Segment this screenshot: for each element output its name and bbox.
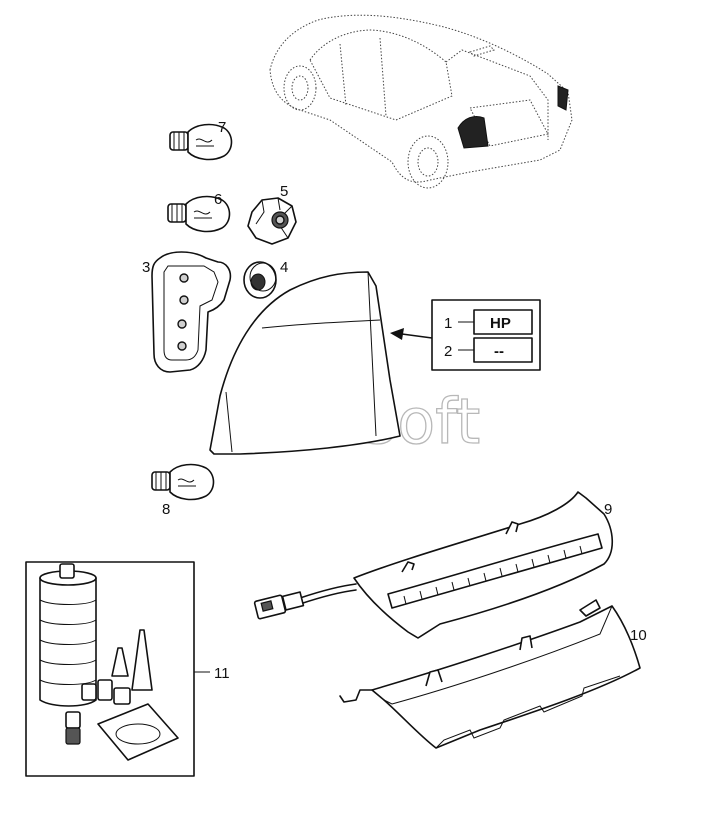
callout-8: 8 <box>162 501 170 518</box>
callout-6: 6 <box>214 191 222 208</box>
callout-11: 11 <box>214 665 230 682</box>
part-3-gasket <box>151 251 232 373</box>
part-8-bulb <box>151 463 215 501</box>
variant-row-2-code: -- <box>494 343 504 360</box>
part-9-brake-light <box>253 491 614 639</box>
callout-7: 7 <box>218 119 226 136</box>
variant-row-2-index: 2 <box>444 343 452 360</box>
part-5-bulb-holder <box>247 197 297 245</box>
reference-car-illustration <box>269 14 573 189</box>
variant-row-1-index: 1 <box>444 315 452 332</box>
variant-row-1-code: HP <box>490 315 511 332</box>
tail-lamp-housing <box>209 271 401 455</box>
brake-light-led-strip <box>403 545 583 605</box>
callout-9: 9 <box>604 501 612 518</box>
callout-3: 3 <box>142 259 150 276</box>
callout-10: 10 <box>630 627 647 644</box>
part-4-grommet <box>243 261 277 299</box>
part-10-cover <box>339 599 641 749</box>
pointer-arrow <box>390 328 433 340</box>
part-6-bulb <box>167 195 231 233</box>
variant-table: 1 HP 2 -- <box>431 299 541 371</box>
callout-4: 4 <box>280 259 288 276</box>
part-11-sealant-kit <box>25 561 195 777</box>
callout-5: 5 <box>280 183 288 200</box>
part-7-bulb <box>169 123 233 161</box>
